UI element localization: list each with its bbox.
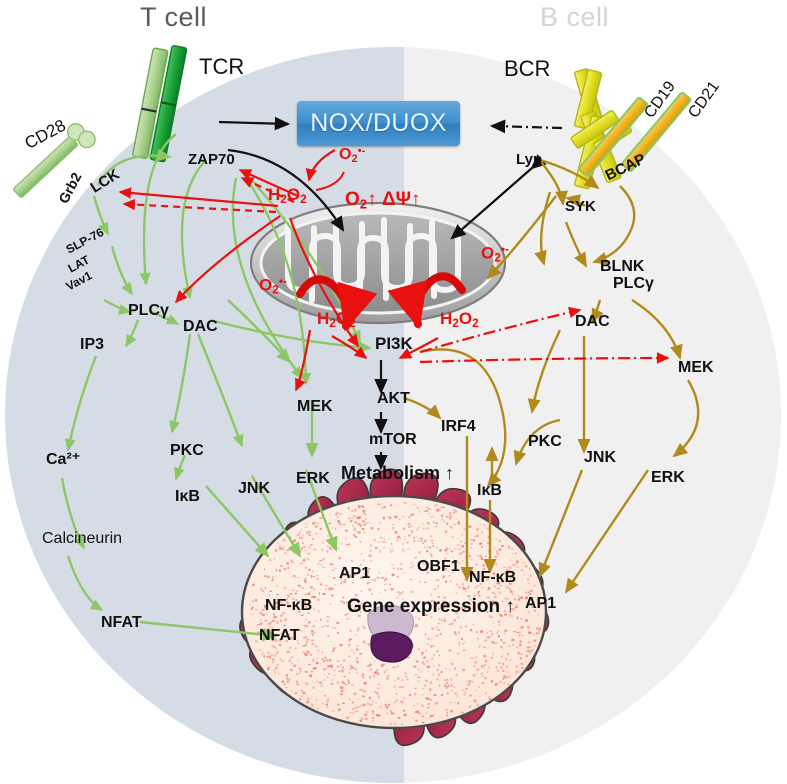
label-superoxide-mito-right: O2•- [481, 242, 509, 265]
node-ikb-t: IκB [175, 488, 200, 505]
node-jnk-t: JNK [238, 480, 271, 497]
nuc-nfkb-right: NF-κB [469, 569, 517, 586]
arrow-lyn-to-mito [450, 154, 547, 240]
arrow-tcr-to-nox [218, 116, 291, 131]
node-ikb-b: IκB [477, 482, 502, 499]
node-pkc-t: PKC [170, 442, 204, 459]
nuc-gene-expression: Gene expression ↑ [347, 596, 515, 617]
cd19-receptor [578, 96, 649, 177]
nucleus-with-er [239, 468, 550, 747]
node-erk-t: ERK [296, 470, 330, 487]
nuc-ap1-right: AP1 [525, 595, 557, 612]
nuc-obf1: OBF1 [417, 558, 460, 575]
label-tcr: TCR [199, 54, 245, 79]
node-plcg-b: PLCγ [613, 275, 654, 292]
nuc-nfkb-left: NF-κB [265, 597, 313, 614]
heading-t-cell: T cell [140, 2, 208, 32]
label-h2o2-tcell: H2O2 [268, 185, 307, 206]
node-nfat-cyto: NFAT [101, 614, 142, 631]
b-cell-arrows [403, 158, 700, 594]
node-mtor: mTOR [369, 431, 417, 448]
arrow-nox-superoxide [305, 149, 336, 182]
ros-arrows [118, 149, 670, 392]
nox-duox-label: NOX/DUOX [310, 109, 447, 137]
nuc-ap1-left: AP1 [339, 565, 371, 582]
chromatin-speckles [249, 502, 542, 726]
cd28-receptor [13, 123, 96, 198]
label-mito-o2-psi: O2↑ ΔΨ↑ [345, 189, 421, 212]
node-ip3: IP3 [80, 336, 105, 353]
node-irf4: IRF4 [441, 418, 476, 435]
node-plcg-t: PLCγ [128, 302, 169, 319]
node-mek-b: MEK [678, 359, 714, 376]
node-dac-t: DAC [183, 318, 218, 335]
cd21-receptor [621, 91, 692, 172]
node-pi3k: PI3K [375, 334, 413, 353]
black-arrows [218, 116, 563, 471]
node-dac-b: DAC [575, 313, 610, 330]
arrow-bcr-to-nox [489, 119, 563, 134]
label-bcr: BCR [504, 56, 551, 81]
node-pkc-b: PKC [528, 433, 562, 450]
label-superoxide-nox: O2•- [339, 145, 366, 165]
node-erk-b: ERK [651, 469, 685, 486]
node-jnk-b: JNK [584, 449, 617, 466]
nucleolus [367, 604, 415, 663]
node-mek-t: MEK [297, 398, 333, 415]
node-metabolism: Metabolism ↑ [341, 463, 455, 483]
label-h2o2-mito-right: H2O2 [440, 309, 479, 330]
node-lyn: Lyn [516, 151, 543, 168]
nuc-nfat: NFAT [259, 627, 300, 644]
mitochondrion [249, 201, 507, 325]
heading-b-cell: B cell [540, 2, 610, 32]
nox-duox-box[interactable]: NOX/DUOX [297, 101, 460, 146]
label-h2o2-mito-left: H2O2 [317, 309, 356, 330]
node-akt: AKT [377, 390, 410, 407]
node-zap70: ZAP70 [188, 151, 235, 168]
node-calcineurin: Calcineurin [42, 530, 123, 547]
node-calcium: Ca²⁺ [46, 451, 81, 468]
label-superoxide-mito-left: O2•- [259, 274, 287, 297]
node-syk: SYK [565, 198, 596, 215]
arrow-tcr-to-mito [227, 148, 345, 232]
node-blnk: BLNK [600, 258, 645, 275]
